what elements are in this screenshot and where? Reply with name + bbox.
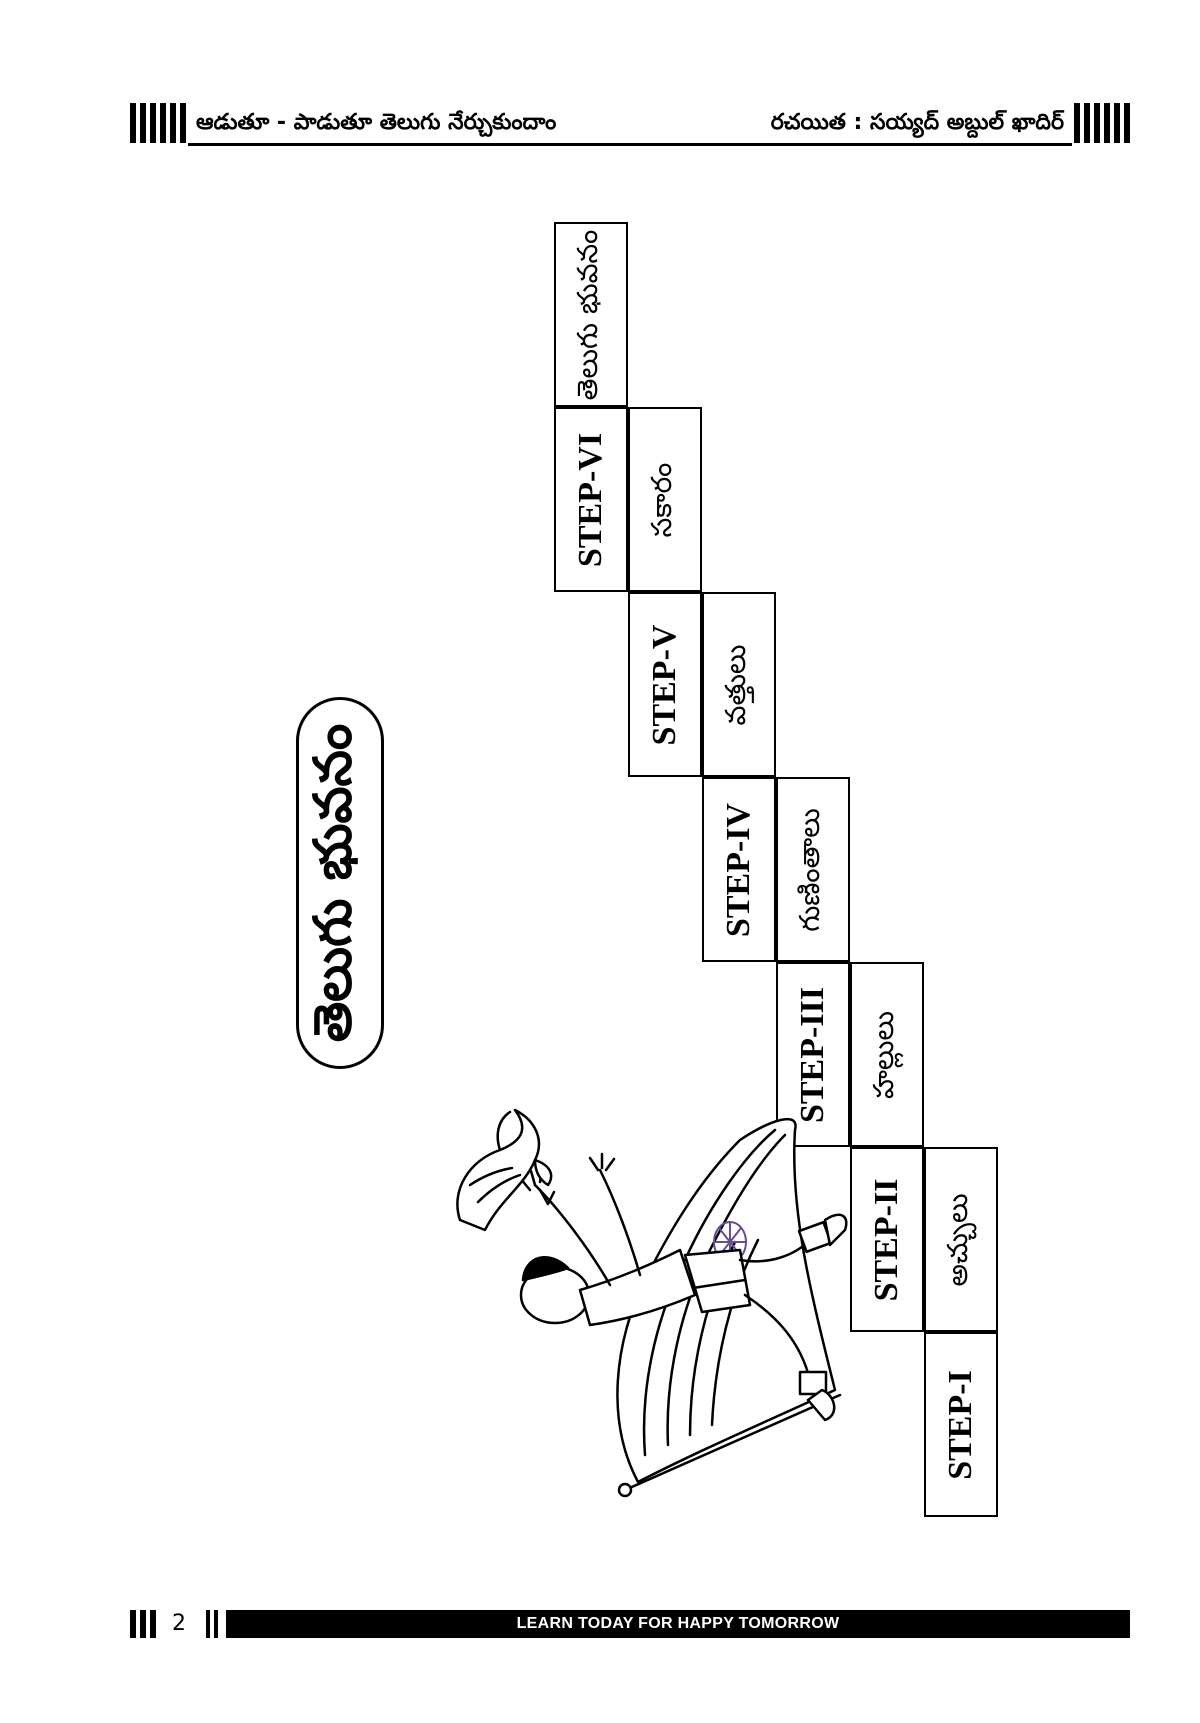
stair-step-3: STEP-III bbox=[776, 962, 850, 1147]
dove-icon bbox=[456, 1108, 556, 1232]
boy-with-flag-illustration bbox=[456, 1108, 848, 1498]
header-underline bbox=[188, 143, 1072, 146]
page-number: 2 bbox=[172, 1611, 186, 1636]
author-name: రచయిత : సయ్యద్ అబ్దుల్ ఖాదిర్ bbox=[770, 110, 1064, 135]
flag-pole bbox=[623, 1393, 842, 1492]
footer-bars-mid bbox=[206, 1610, 218, 1650]
stair-topic-6: సకారం bbox=[628, 407, 702, 592]
page-footer: 2 LEARN TODAY FOR HAPPY TOMORROW bbox=[130, 1610, 1130, 1638]
stair-topic-7: తెలుగు భువనం bbox=[554, 222, 628, 407]
stair-step-4: STEP-IV bbox=[702, 777, 776, 962]
title-pill: తెలుగు భువనం bbox=[296, 697, 384, 1069]
footer-bars-left bbox=[130, 1610, 156, 1650]
stair-topic-2: అచ్చులు bbox=[924, 1147, 998, 1332]
stair-step-5: STEP-V bbox=[628, 592, 702, 777]
footer-tagline: LEARN TODAY FOR HAPPY TOMORROW bbox=[226, 1610, 1130, 1638]
header-bars-left bbox=[130, 103, 186, 143]
stair-step-1: STEP-I bbox=[924, 1332, 998, 1517]
stair-step-2: STEP-II bbox=[850, 1147, 924, 1332]
stair-step-6: STEP-VI bbox=[554, 407, 628, 592]
boy-running-icon bbox=[518, 1152, 848, 1422]
header-bars-right bbox=[1074, 103, 1130, 143]
stair-topic-5: వత్తులు bbox=[702, 592, 776, 777]
page-header: ఆడుతూ - పాడుతూ తెలుగు నేర్చుకుందాం రచయిత… bbox=[130, 103, 1130, 146]
stair-topic-3: హల్లులు bbox=[850, 962, 924, 1147]
book-title: ఆడుతూ - పాడుతూ తెలుగు నేర్చుకుందాం bbox=[196, 110, 557, 135]
page-title: తెలుగు భువనం bbox=[303, 723, 364, 1043]
stair-topic-4: గుణింతాలు bbox=[776, 777, 850, 962]
